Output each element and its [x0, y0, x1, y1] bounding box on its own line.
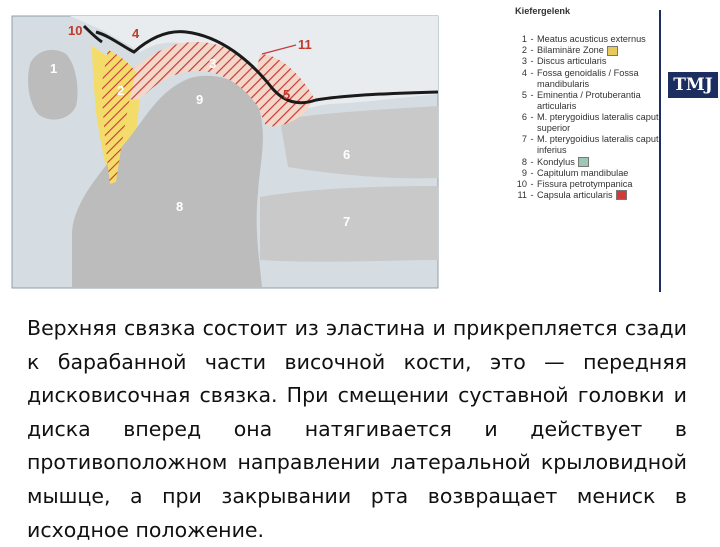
fossa-outline: [95, 30, 439, 105]
legend-item: 2-Bilaminäre Zone: [513, 45, 663, 56]
legend-label: Fossa genoidalis / Fossa mandibularis: [537, 68, 663, 90]
number-9: 9: [196, 92, 203, 107]
legend-dash: -: [530, 89, 534, 100]
legend-label: Meatus acusticus externus: [537, 34, 663, 45]
legend-title: Kiefergelenk: [515, 6, 571, 16]
legend-dash: -: [530, 45, 534, 56]
legend-item: 8-Kondylus: [513, 157, 663, 168]
legend-dash: -: [530, 67, 534, 78]
legend-item: 6-M. pterygoidius lateralis caput superi…: [513, 112, 663, 134]
legend-dash: -: [530, 167, 534, 178]
legend-dash: -: [530, 178, 534, 189]
legend-item: 1-Meatus acusticus externus: [513, 34, 663, 45]
legend-item: 3-Discus articularis: [513, 56, 663, 67]
articular-capsule: [254, 54, 314, 127]
posterior-hatch: [102, 50, 136, 184]
legend-label: Capsula articularis: [537, 190, 663, 201]
legend-number: 11: [517, 189, 527, 200]
legend-label-text: Discus articularis: [537, 56, 607, 67]
figure-legend: Kiefergelenk 1-Meatus acusticus externus…: [513, 6, 663, 289]
number-3: 3: [209, 56, 216, 71]
legend-label-text: Meatus acusticus externus: [537, 34, 646, 45]
legend-number: 5: [521, 89, 527, 100]
legend-label: Capitulum mandibulae: [537, 168, 663, 179]
legend-item: 5-Eminentia / Protuberantia articularis: [513, 90, 663, 112]
legend-number: 7: [521, 134, 527, 145]
legend-item: 11-Capsula articularis: [513, 190, 663, 201]
legend-number: 9: [521, 167, 527, 178]
temporal-bone: [70, 16, 438, 113]
legend-item: 7-M. pterygoidius lateralis caput inferi…: [513, 134, 663, 156]
legend-label: M. pterygoidius lateralis caput inferius: [537, 134, 663, 156]
legend-label-text: Eminentia / Protuberantia articularis: [537, 89, 641, 111]
number-8: 8: [176, 199, 183, 214]
legend-dash: -: [530, 189, 534, 200]
legend-dash: -: [530, 112, 534, 122]
vertical-divider: [659, 10, 661, 292]
legend-item: 9-Capitulum mandibulae: [513, 168, 663, 179]
mandibular-condyle: [72, 75, 263, 288]
legend-dash: -: [530, 56, 534, 67]
legend-dash: -: [530, 34, 534, 45]
legend-label-text: Kondylus: [537, 156, 575, 167]
legend-number: 10: [516, 178, 527, 189]
legend-item: 10-Fissura petrotympanica: [513, 179, 663, 190]
legend-label: Eminentia / Protuberantia articularis: [537, 90, 663, 112]
legend-label: Kondylus: [537, 157, 663, 168]
legend-swatch: [577, 157, 589, 168]
legend-number: 1: [521, 34, 527, 45]
legend-label: Fissura petrotympanica: [537, 179, 663, 190]
legend-number: 3: [521, 56, 527, 67]
fissure-outline: [82, 24, 103, 44]
legend-label-text: Bilaminäre Zone: [537, 45, 604, 56]
legend-label-text: M. pterygoidius lateralis caput inferius: [537, 134, 659, 156]
leader-line-11: [261, 44, 297, 55]
caption-text: Верхняя связка состоит из эластина и при…: [27, 316, 687, 542]
legend-label-text: Capsula articularis: [537, 189, 613, 200]
diagram-numbers: 1 2 3 4 5 6 7 8 9 10 11: [50, 23, 350, 229]
legend-item: 4-Fossa genoidalis / Fossa mandibularis: [513, 68, 663, 90]
muscle-pterygoid-superior: [280, 106, 438, 179]
legend-label: Discus articularis: [537, 56, 663, 67]
number-1: 1: [50, 61, 57, 76]
number-7: 7: [343, 214, 350, 229]
legend-label-text: Fossa genoidalis / Fossa mandibularis: [537, 67, 639, 89]
tmj-anatomy-figure: 1 2 3 4 5 6 7 8 9 10 11 Kiefergelenk 1-M…: [10, 2, 668, 292]
legend-number: 2: [521, 45, 527, 56]
muscle-pterygoid-inferior: [260, 186, 438, 262]
legend-swatch: [606, 45, 618, 56]
legend-number: 6: [521, 112, 527, 122]
legend-label-text: Capitulum mandibulae: [537, 167, 629, 178]
legend-dash: -: [530, 156, 534, 167]
legend-number: 4: [521, 67, 527, 78]
legend-label-text: Fissura petrotympanica: [537, 178, 633, 189]
legend-label: Bilaminäre Zone: [537, 45, 663, 56]
number-10: 10: [68, 23, 82, 38]
external-acoustic-meatus: [28, 49, 78, 120]
number-6: 6: [343, 147, 350, 162]
legend-dash: -: [530, 134, 534, 145]
tmj-badge: TMJ: [668, 72, 718, 98]
legend-swatch: [615, 190, 627, 201]
legend-label-text: M. pterygoidius lateralis caput superior: [537, 112, 659, 134]
legend-label: M. pterygoidius lateralis caput superior: [537, 112, 663, 134]
legend-number: 8: [521, 156, 527, 167]
tmj-diagram: 1 2 3 4 5 6 7 8 9 10 11: [11, 15, 439, 289]
number-11: 11: [298, 37, 312, 52]
number-5: 5: [283, 87, 290, 102]
number-4: 4: [132, 26, 140, 41]
number-2: 2: [117, 83, 124, 98]
articular-disc: [122, 42, 292, 112]
